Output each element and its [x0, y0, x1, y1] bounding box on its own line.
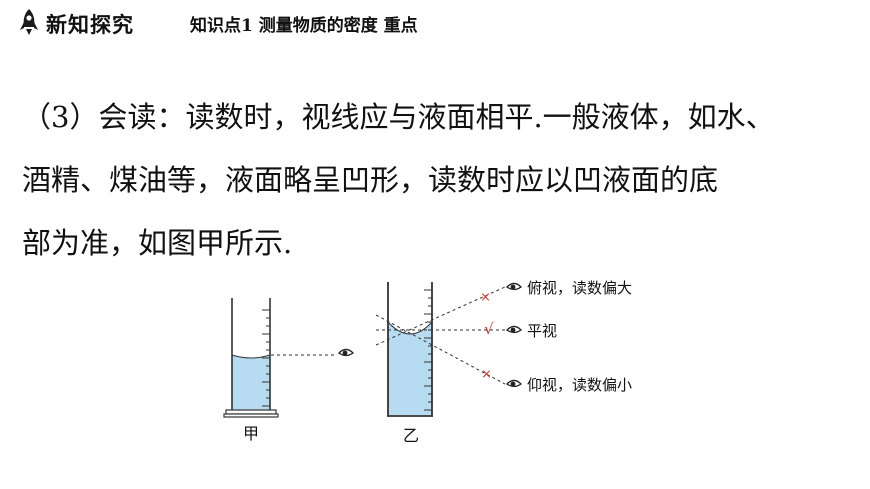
eye-icon — [505, 282, 523, 291]
annotation-level-view: 平视 — [527, 322, 558, 340]
header-bar: 新知探究 知识点1 测量物质的密度 重点 — [0, 0, 870, 44]
wrong-mark-bottom: × — [481, 367, 492, 382]
paragraph-line: （3）会读：读数时，视线应与液面相平.一般液体，如水、 — [22, 100, 775, 134]
cylinder-figure — [223, 282, 523, 418]
eye-icon — [505, 379, 523, 388]
topic-subtitle: 知识点1 测量物质的密度 重点 — [190, 16, 418, 36]
paragraph-line: 部为准，如图甲所示. — [22, 226, 293, 260]
section-title: 新知探究 — [46, 12, 134, 37]
annotation-looking-up: 仰视，读数偏小 — [527, 376, 633, 394]
right-mark-middle: √ — [484, 320, 494, 338]
annotation-looking-down: 俯视，读数偏大 — [527, 279, 633, 297]
eye-icon — [337, 348, 355, 357]
body-paragraph: （3）会读：读数时，视线应与液面相平.一般液体，如水、 酒精、煤油等，液面略呈凹… — [22, 86, 870, 275]
eye-icon — [505, 325, 523, 334]
rocket-icon — [20, 9, 38, 35]
figure-label-jia: 甲 — [243, 424, 260, 443]
wrong-mark-top: × — [480, 290, 491, 305]
cylinder-yi — [375, 282, 506, 417]
figure-label-yi: 乙 — [403, 426, 420, 445]
paragraph-line: 酒精、煤油等，液面略呈凹形，读数时应以凹液面的底 — [22, 163, 719, 197]
cylinder-jia — [223, 298, 336, 418]
